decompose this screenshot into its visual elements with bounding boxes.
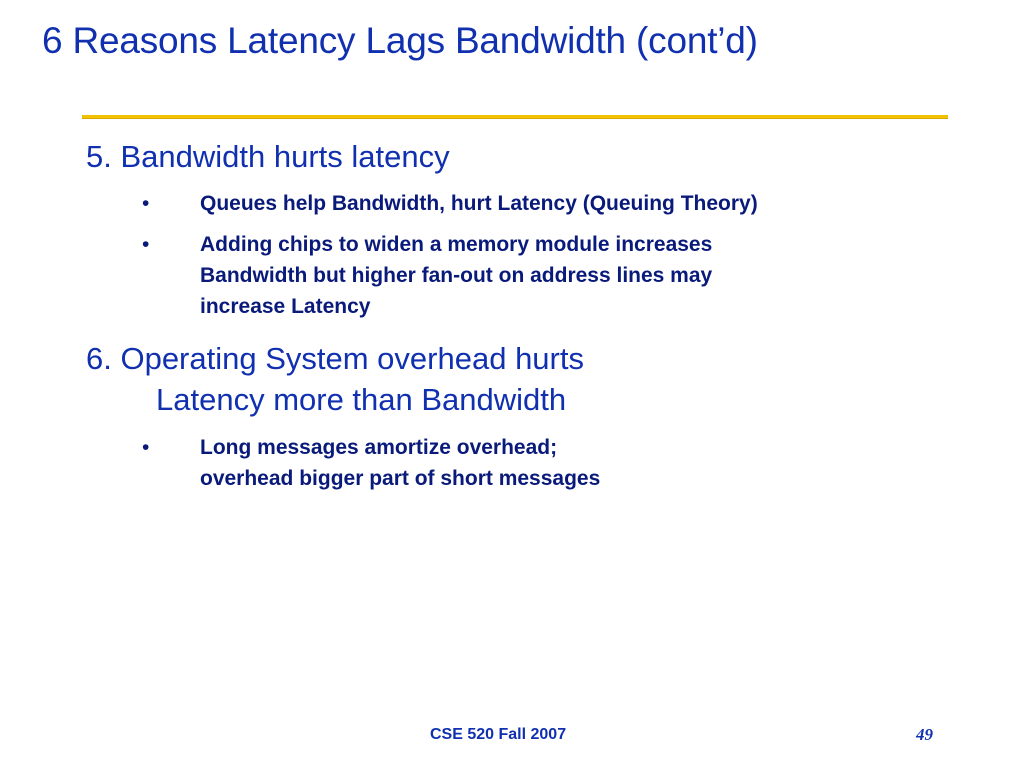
- point-6-bullet-1: • Long messages amortize overhead; overh…: [140, 432, 600, 494]
- point-6-heading-line-1: 6. Operating System overhead hurts: [86, 341, 584, 376]
- page-number: 49: [916, 725, 933, 744]
- title-divider: [82, 115, 948, 118]
- point-6-heading: 6. Operating System overhead hurts Laten…: [86, 338, 584, 420]
- bullet-text: Long messages amortize overhead; overhea…: [200, 436, 601, 490]
- bullet-text: Queues help Bandwidth, hurt Latency (Que…: [200, 192, 758, 215]
- point-5-bullet-2: • Adding chips to widen a memory module …: [140, 229, 712, 322]
- point-5-heading: 5. Bandwidth hurts latency: [86, 139, 450, 174]
- bullet-marker: •: [142, 233, 150, 256]
- bullet-marker: •: [142, 436, 150, 459]
- slide-title: 6 Reasons Latency Lags Bandwidth (cont’d…: [42, 20, 758, 61]
- point-5-bullet-1: • Queues help Bandwidth, hurt Latency (Q…: [140, 188, 758, 219]
- point-6-heading-line-2: Latency more than Bandwidth: [156, 382, 567, 417]
- bullet-text: Adding chips to widen a memory module in…: [200, 233, 713, 318]
- bullet-marker: •: [142, 192, 150, 215]
- footer-course-label: CSE 520 Fall 2007: [430, 726, 567, 743]
